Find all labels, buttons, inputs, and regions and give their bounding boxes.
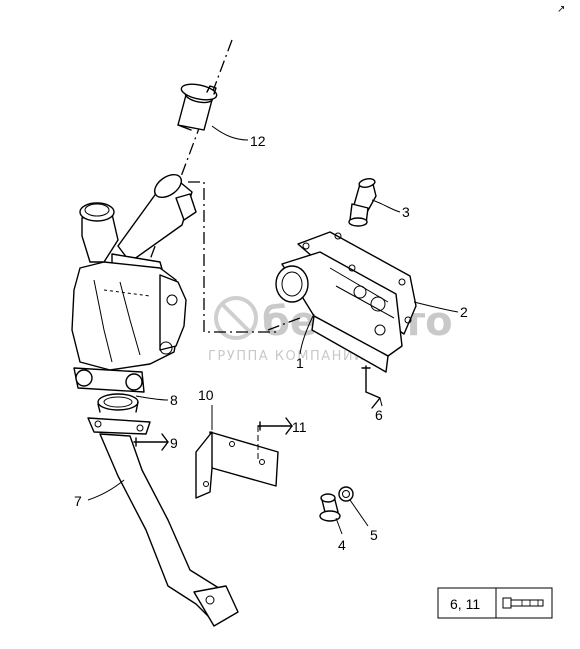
legend-text: 6, 11 bbox=[450, 596, 480, 612]
part-9-fastener-symbol bbox=[133, 433, 169, 451]
callout-3: 3 bbox=[402, 204, 410, 220]
legend-box: 6, 11 bbox=[437, 587, 553, 619]
part-3-elbow-fitting bbox=[348, 178, 377, 227]
part-12-sleeve bbox=[177, 83, 218, 131]
leader-lines bbox=[87, 125, 459, 535]
part-1-cooler-block bbox=[275, 251, 403, 373]
callout-10: 10 bbox=[198, 387, 214, 403]
callout-11: 11 bbox=[292, 419, 307, 435]
callout-5: 5 bbox=[370, 527, 378, 543]
part-7-pipe bbox=[87, 417, 239, 627]
part-4-plug bbox=[319, 493, 341, 522]
callout-1: 1 bbox=[296, 355, 304, 371]
callout-12: 12 bbox=[250, 133, 266, 149]
part-6-fastener-symbol bbox=[361, 365, 381, 409]
callout-8: 8 bbox=[170, 392, 178, 408]
callout-6: 6 bbox=[375, 407, 383, 423]
callout-9: 9 bbox=[170, 435, 178, 451]
watermark-subtitle: ГРУППА КОМПАНИЙ bbox=[208, 348, 365, 364]
part-5-washer bbox=[338, 486, 354, 502]
pump-housing-assembly bbox=[71, 173, 197, 393]
part-8-gasket bbox=[97, 393, 139, 413]
callout-2: 2 bbox=[460, 304, 468, 320]
corner-reference-mark: ↗ bbox=[557, 4, 565, 15]
part-11-fastener-symbol bbox=[257, 417, 293, 462]
callouts: 12 3 2 1 6 8 10 11 9 7 4 5 bbox=[74, 133, 468, 553]
bolt-icon bbox=[502, 597, 544, 609]
part-10-bracket bbox=[195, 431, 279, 499]
watermark-logo-icon bbox=[214, 296, 258, 340]
callout-4: 4 bbox=[338, 537, 346, 553]
callout-7: 7 bbox=[74, 493, 82, 509]
